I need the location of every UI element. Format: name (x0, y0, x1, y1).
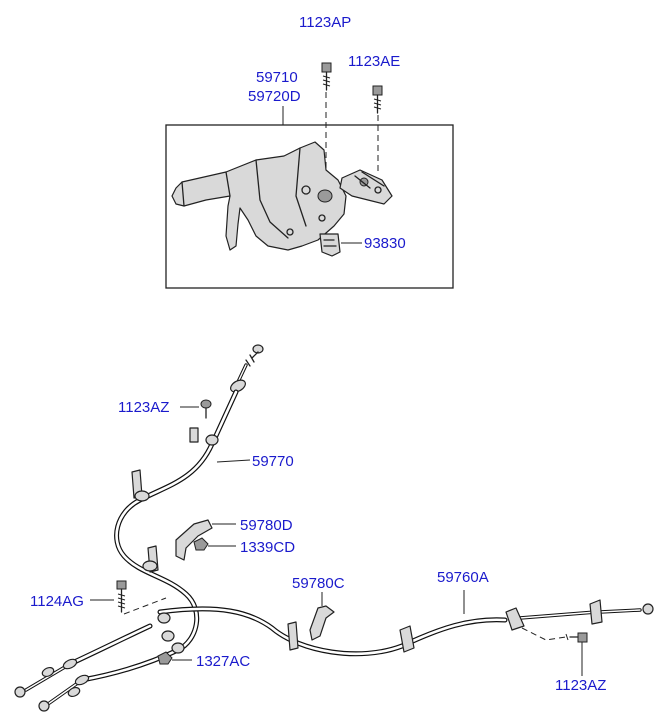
label-1124ag: 1124AG (30, 593, 84, 610)
left-cable-ends-icon (14, 658, 90, 712)
label-1123az-bottom: 1123AZ (555, 677, 606, 694)
lever-assembly (165, 62, 454, 289)
bolt-1123ae-icon (372, 85, 383, 114)
lever-assembly-frame (165, 124, 454, 289)
label-1123az-top: 1123AZ (118, 399, 169, 416)
cable-assembly (14, 344, 654, 712)
parking-brake-lever-icon (171, 141, 347, 251)
cable-end-fitting-icon (230, 344, 264, 393)
label-1123ap: 1123AP (299, 14, 351, 31)
bracket-59780d-icon (175, 519, 213, 561)
nut-1339cd-icon (193, 537, 209, 551)
bolt-1123az-top-icon (200, 399, 212, 419)
label-59770: 59770 (252, 453, 294, 470)
label-1123ae: 1123AE (348, 53, 400, 70)
label-93830: 93830 (364, 235, 406, 252)
label-59710: 59710 (256, 69, 298, 86)
switch-bracket-icon (339, 169, 393, 205)
label-1339cd: 1339CD (240, 539, 295, 556)
bolt-1123az-bottom-icon (565, 632, 588, 643)
bolt-1123ap-icon (321, 62, 332, 91)
label-1327ac: 1327AC (196, 653, 250, 670)
rear-cable-end-icon (505, 599, 654, 631)
bolt-1124ag-icon (116, 580, 127, 613)
label-59760a: 59760A (437, 569, 489, 586)
clip-93830-icon (319, 233, 341, 257)
bracket-59780c-icon (309, 605, 335, 641)
nut-1327ac-icon (157, 651, 173, 665)
cable-brackets-icon (131, 427, 415, 654)
label-59780c: 59780C (292, 575, 345, 592)
label-59720d: 59720D (248, 88, 301, 105)
label-59780d: 59780D (240, 517, 293, 534)
